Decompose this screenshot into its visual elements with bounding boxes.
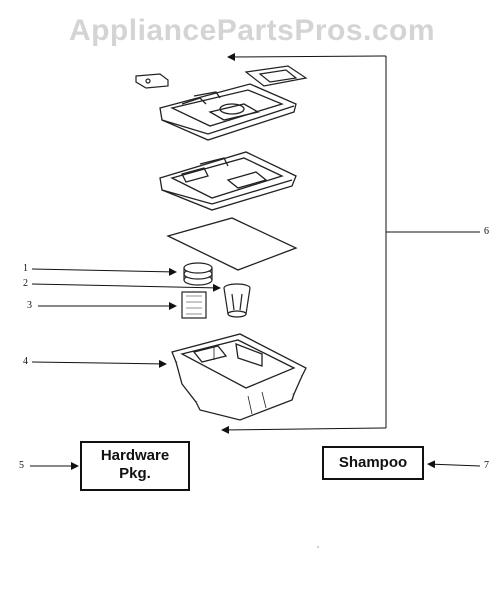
hardware-pkg-line1: Hardware (100, 447, 170, 464)
pad-part (181, 291, 207, 319)
callout-5: 5 (19, 460, 24, 471)
hardware-pkg-line2: Pkg. (119, 465, 151, 482)
speck (317, 546, 319, 548)
valve-cup-part (223, 283, 251, 318)
callout-leaders (30, 52, 481, 470)
filter-sheet-part (166, 217, 298, 271)
watermark-text: AppliancePartsPros.com (68, 14, 436, 47)
float-coil-part (183, 262, 213, 286)
shampoo-box: Shampoo (322, 446, 424, 480)
callout-6: 6 (484, 226, 489, 237)
tank-lid-part (159, 83, 297, 141)
square-gasket-part (244, 65, 308, 87)
callout-1: 1 (23, 263, 28, 274)
tank-frame-part (159, 151, 297, 211)
callout-3: 3 (27, 300, 32, 311)
callout-7: 7 (484, 460, 489, 471)
callout-2: 2 (23, 278, 28, 289)
callout-4: 4 (23, 356, 28, 367)
tank-basin-part (171, 333, 307, 421)
latch-clip-part (135, 73, 169, 89)
hardware-pkg-box: Hardware Pkg. (80, 441, 190, 491)
